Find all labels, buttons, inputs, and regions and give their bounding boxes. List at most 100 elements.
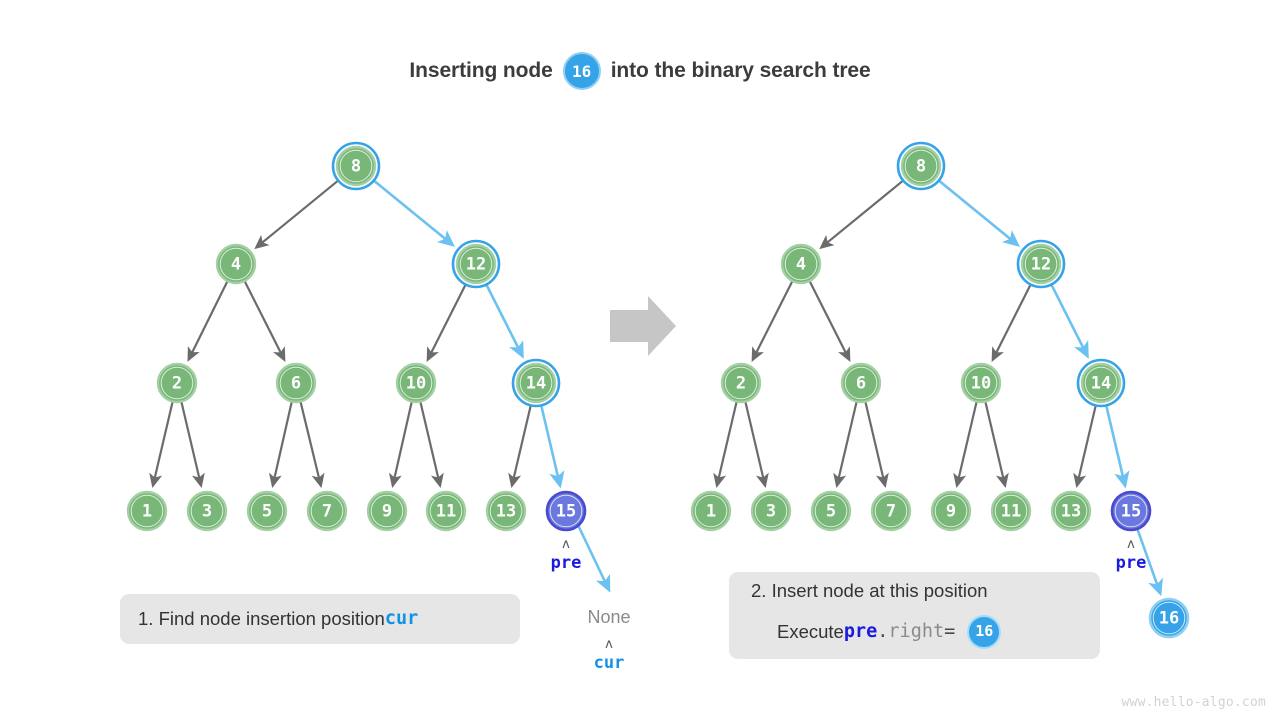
node-value-label: 6 [856, 374, 866, 394]
tree-node-3[interactable]: 3 [750, 490, 792, 532]
node-value-label: 6 [291, 374, 301, 394]
node-value-label: 1 [142, 502, 152, 522]
node-value-label: 7 [322, 502, 332, 522]
tree-node-2[interactable]: 2 [156, 362, 198, 404]
caret-up-icon: ʌ [1127, 537, 1135, 552]
tree-node-8[interactable]: 8 [331, 141, 381, 191]
code-token-right: right [888, 620, 945, 642]
caption-node-badge-16: 16 [967, 614, 1002, 649]
node-value-label: 14 [526, 374, 546, 394]
tree-node-4[interactable]: 4 [215, 243, 257, 285]
node-value-label: 8 [916, 157, 926, 177]
tree-node-10[interactable]: 10 [395, 362, 437, 404]
tree-node-13[interactable]: 13 [485, 490, 527, 532]
tree-node-7[interactable]: 7 [870, 490, 912, 532]
node-value-label: 12 [1031, 255, 1051, 275]
caption-text: 1. Find node insertion position [138, 607, 385, 629]
tree-edge-10-9 [388, 402, 413, 489]
tree-edge-2-1 [713, 402, 738, 489]
tree-node-1[interactable]: 1 [126, 490, 168, 532]
tree-edge-14-15 [540, 406, 565, 489]
tree-node-3[interactable]: 3 [186, 490, 228, 532]
tree-node-10[interactable]: 10 [960, 362, 1002, 404]
caret-up-icon: ʌ [605, 637, 613, 652]
node-value-label: 5 [262, 502, 272, 522]
tree-node-14[interactable]: 14 [511, 358, 561, 408]
tree-edge-2-3 [744, 402, 769, 489]
tree-node-6[interactable]: 6 [275, 362, 317, 404]
svg-text:pre: pre [1116, 553, 1147, 573]
node-value-label: 16 [1159, 609, 1179, 629]
step-arrow-icon [610, 296, 676, 356]
tree-edge-12-14 [1050, 284, 1089, 359]
tree-edge-6-5 [833, 402, 858, 489]
tree-node-11[interactable]: 11 [425, 490, 467, 532]
tree-node-12[interactable]: 12 [451, 239, 501, 289]
node-value-label: 8 [351, 157, 361, 177]
tree-edge-10-9 [953, 402, 978, 489]
tree-node-16[interactable]: 16 [1148, 597, 1190, 639]
node-value-label: 4 [796, 255, 806, 275]
tree-edge-15-16 [1136, 529, 1163, 597]
tree-node-15[interactable]: 15 [545, 490, 587, 532]
tree-node-5[interactable]: 5 [810, 490, 852, 532]
tree-node-4[interactable]: 4 [780, 243, 822, 285]
node-value-label: 12 [466, 255, 486, 275]
none-label: None [587, 607, 630, 627]
svg-text:None: None [587, 607, 630, 627]
tree-edge-8-12 [938, 180, 1020, 247]
node-value-label: 13 [1061, 502, 1081, 522]
tree-edge-4-2 [751, 281, 793, 362]
code-token-pre: pre [843, 620, 878, 642]
tree-edge-10-11 [984, 402, 1009, 489]
tree-node-9[interactable]: 9 [930, 490, 972, 532]
tree-edge-8-4 [254, 180, 339, 250]
tree-node-13[interactable]: 13 [1050, 490, 1092, 532]
tree-node-9[interactable]: 9 [366, 490, 408, 532]
tree-node-5[interactable]: 5 [246, 490, 288, 532]
tree-node-11[interactable]: 11 [990, 490, 1032, 532]
node-value-label: 11 [436, 502, 456, 522]
tree-node-15[interactable]: 15 [1110, 490, 1152, 532]
tree-node-7[interactable]: 7 [306, 490, 348, 532]
tree-edge-14-13 [1073, 406, 1097, 489]
tree-edge-6-7 [864, 402, 889, 489]
tree-edge-2-3 [180, 402, 205, 489]
tree-edge-4-6 [244, 281, 286, 362]
node-value-label: 5 [826, 502, 836, 522]
tree-edge-14-13 [508, 406, 532, 489]
node-value-label: 15 [556, 502, 576, 522]
tree-node-14[interactable]: 14 [1076, 358, 1126, 408]
edges-layer [149, 180, 1163, 597]
tree-node-6[interactable]: 6 [840, 362, 882, 404]
node-value-label: 10 [406, 374, 426, 394]
tree-node-8[interactable]: 8 [896, 141, 946, 191]
tree-edge-8-12 [373, 180, 455, 247]
node-value-label: 4 [231, 255, 241, 275]
tree-edge-14-15 [1105, 406, 1130, 489]
code-token-punct: . [877, 620, 889, 642]
caption-box-step-1: 1. Find node insertion position cur [120, 594, 520, 644]
tree-edge-2-1 [149, 402, 174, 489]
tree-node-2[interactable]: 2 [720, 362, 762, 404]
tree-edge-10-11 [419, 402, 444, 489]
node-value-label: 11 [1001, 502, 1021, 522]
tree-node-1[interactable]: 1 [690, 490, 732, 532]
tree-node-12[interactable]: 12 [1016, 239, 1066, 289]
tree-edge-4-6 [809, 281, 851, 362]
node-value-label: 14 [1091, 374, 1111, 394]
tree-edge-6-5 [268, 402, 293, 489]
node-value-label: 15 [1121, 502, 1141, 522]
tree-edge-6-7 [299, 402, 325, 489]
svg-text:cur: cur [594, 653, 625, 673]
node-value-label: 2 [172, 374, 182, 394]
node-value-label: 3 [766, 502, 776, 522]
tree-edge-4-2 [187, 281, 229, 362]
dangling-edge-to-none [576, 524, 611, 593]
tree-edge-12-10 [426, 284, 467, 362]
title-prefix: Inserting node [409, 59, 553, 82]
